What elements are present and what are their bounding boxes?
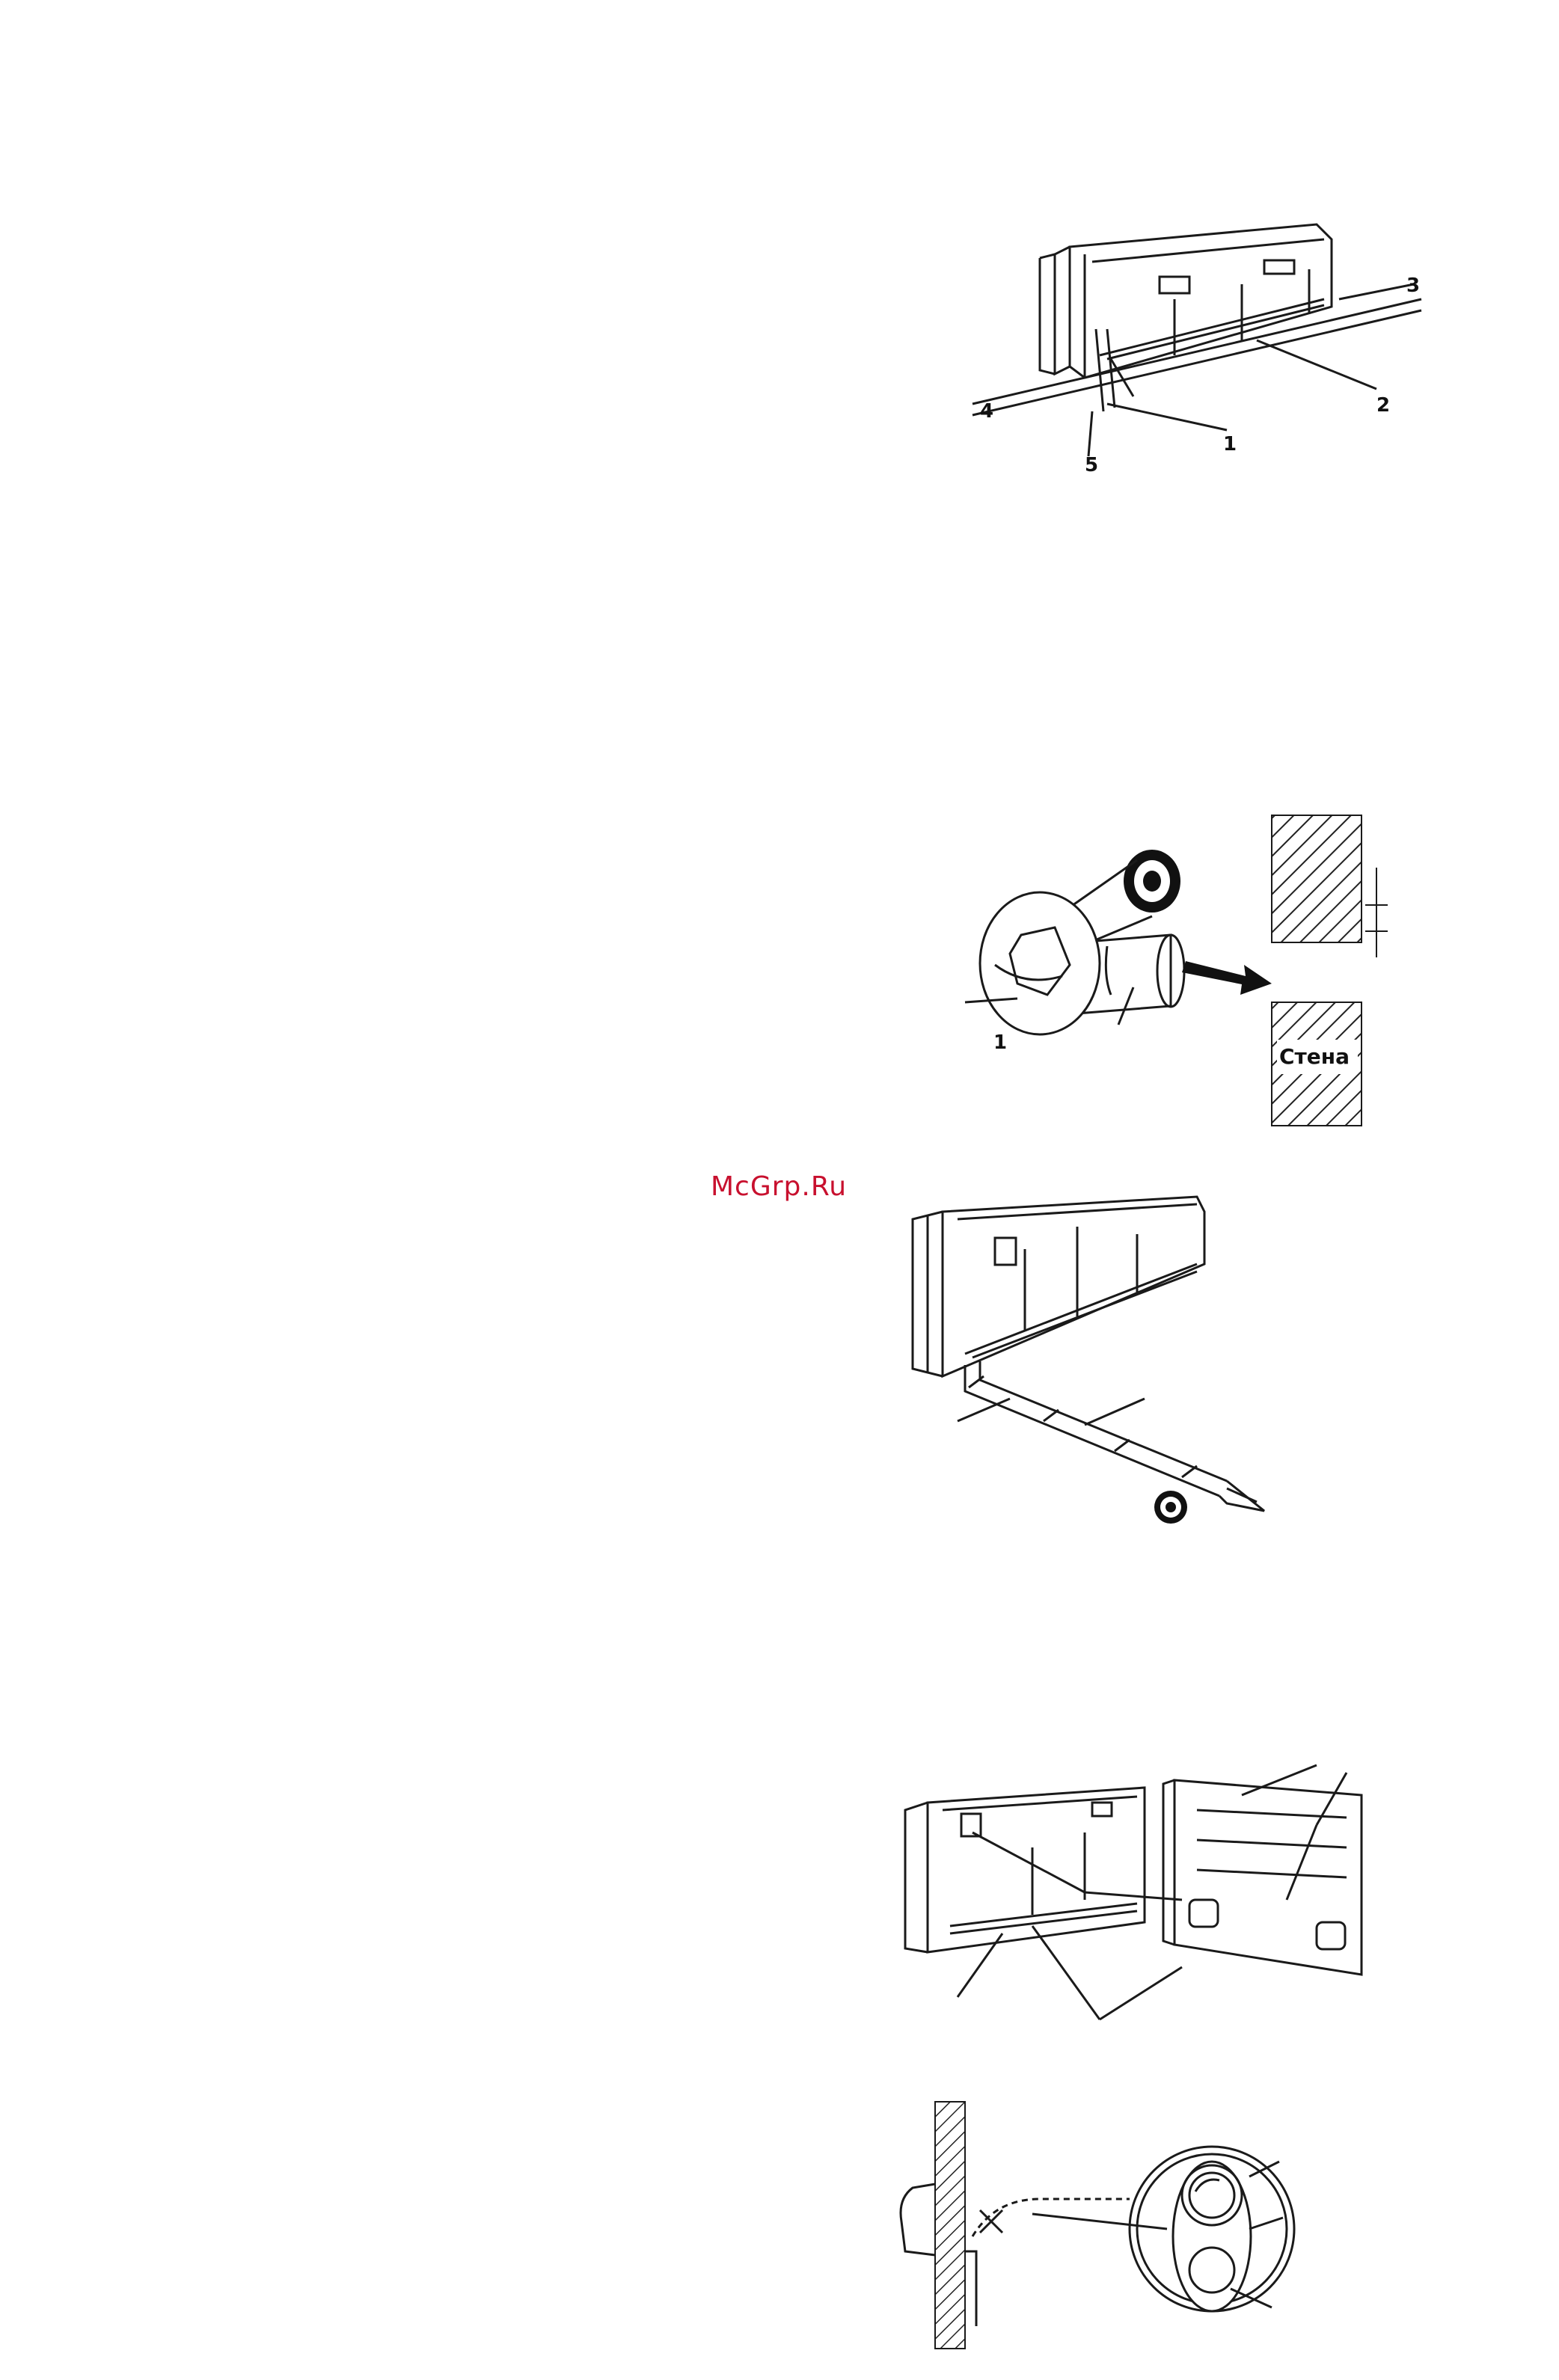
figure-pipe-section-drawing bbox=[890, 2102, 1309, 2356]
figure-pipe-taping bbox=[898, 1197, 1317, 1526]
watermark-text: McGrp.Ru bbox=[711, 1171, 847, 1202]
label-4: 4 bbox=[980, 400, 993, 423]
label-5: 5 bbox=[1085, 454, 1098, 476]
label-1: 1 bbox=[993, 1031, 1007, 1054]
label-3: 3 bbox=[1406, 275, 1420, 297]
figure-pipe-section bbox=[890, 2102, 1309, 2356]
figure-mounting-plate bbox=[898, 1765, 1376, 2012]
figure-wall-sleeve: Стена 1 bbox=[950, 815, 1369, 1137]
figure-pipe-taping-drawing bbox=[898, 1197, 1317, 1526]
label-2: 2 bbox=[1376, 394, 1390, 417]
label-1: 1 bbox=[1223, 433, 1237, 456]
figure-unit-piping-drawing: 1 2 3 4 5 bbox=[958, 217, 1436, 486]
wall-label: Стена bbox=[1279, 1044, 1350, 1069]
figure-wall-sleeve-drawing: Стена 1 bbox=[950, 815, 1369, 1137]
figure-unit-piping: 1 2 3 4 5 bbox=[958, 217, 1436, 486]
figure-mounting-plate-drawing bbox=[898, 1765, 1376, 2012]
